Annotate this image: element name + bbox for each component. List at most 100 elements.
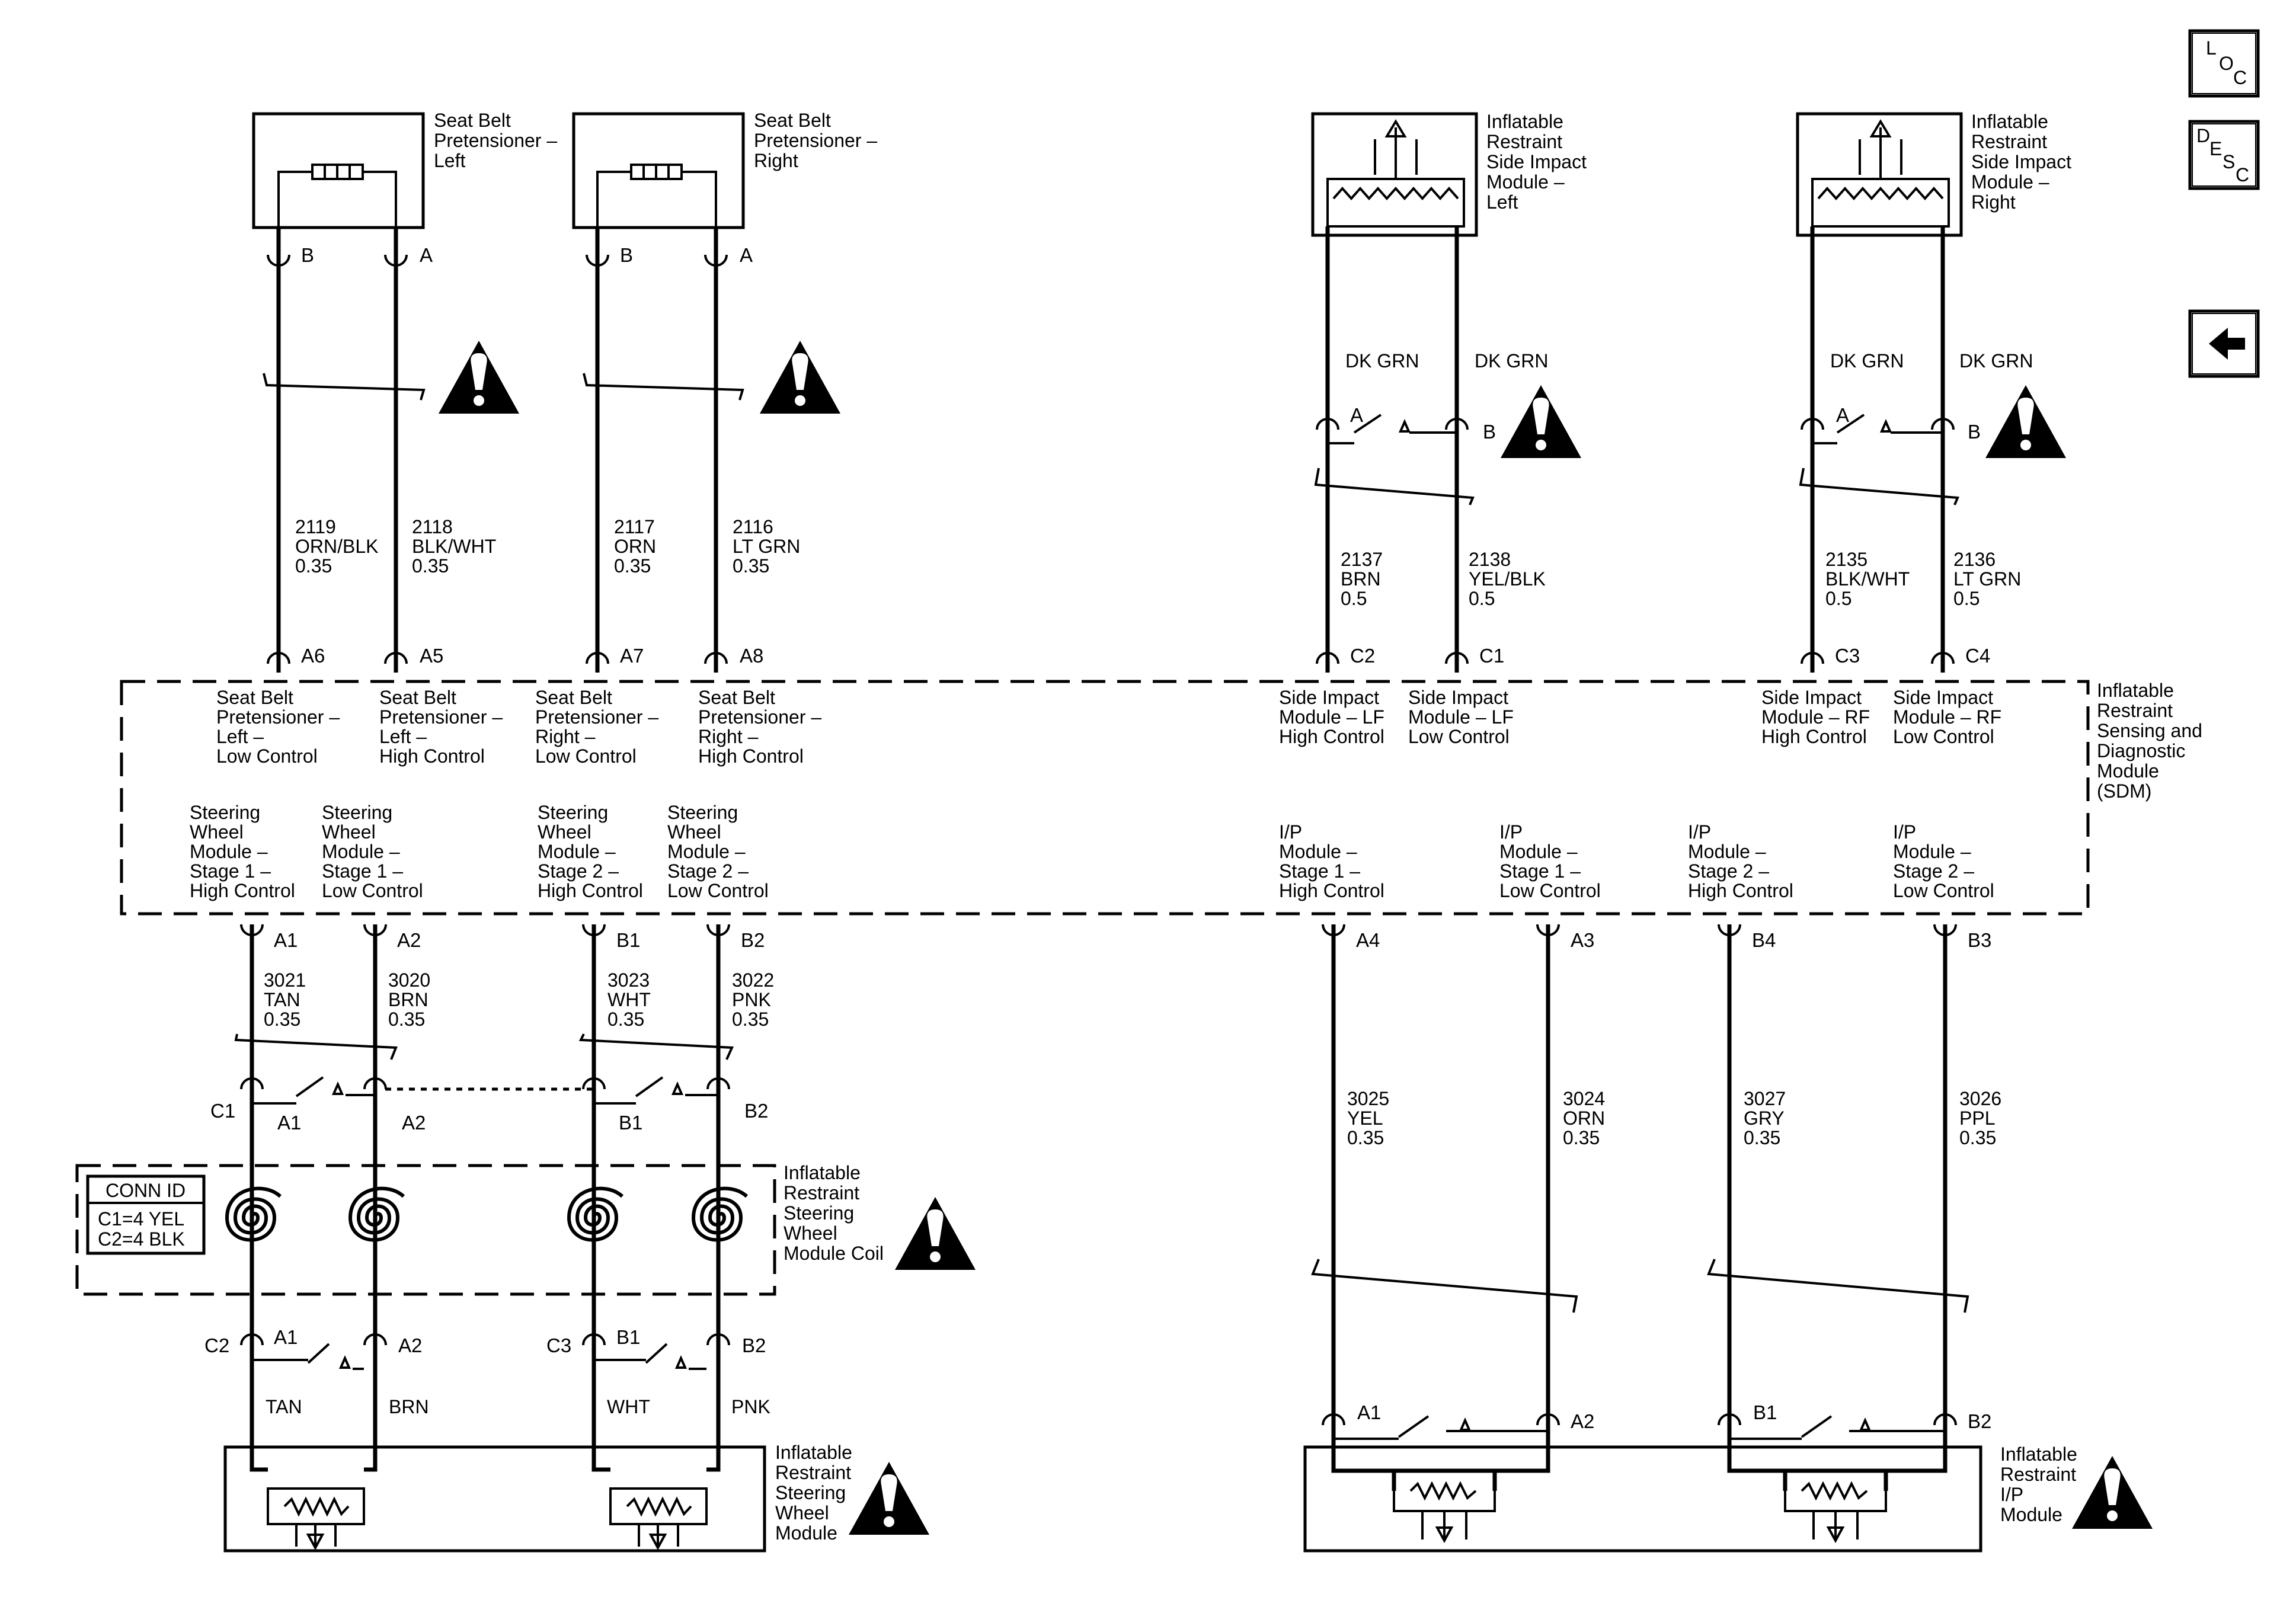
pin-label: A7 (620, 645, 644, 667)
pin-label: C1 (210, 1100, 235, 1122)
shorting-bars (252, 414, 1945, 1440)
sdm-label: Inflatable Restraint Sensing and Diagnos… (2097, 680, 2208, 802)
pin-labels: B A B A A B A B A6 A5 A7 A8 C2 C1 C3 C4 … (204, 244, 1991, 1432)
clockspring-coils (227, 1189, 747, 1240)
wire-color-label: TAN (266, 1396, 302, 1417)
pin-label: B1 (619, 1112, 642, 1134)
warning-icon (895, 1197, 976, 1270)
conn-id-line-2: C2=4 BLK (98, 1228, 185, 1250)
pin-label: A (420, 244, 433, 266)
pin-label: B2 (744, 1100, 768, 1122)
wire-color-label: BRN (389, 1396, 429, 1417)
conn-id-box: CONN ID C1=4 YEL C2=4 BLK (86, 1174, 206, 1255)
wire-color-label: DK GRN (1345, 350, 1419, 372)
wire-color-label: DK GRN (1830, 350, 1904, 372)
pin-label: A6 (301, 645, 325, 667)
coil-label: Inflatable Restraint Steering Wheel Modu… (784, 1162, 884, 1264)
warning-icon (439, 341, 519, 414)
pin-label: A5 (420, 645, 443, 667)
pin-label: C1 (1479, 645, 1504, 667)
pin-label: A3 (1571, 929, 1594, 951)
pin-label: B1 (616, 1326, 640, 1348)
pin-label: B (1483, 421, 1496, 443)
pin-label: B2 (742, 1334, 766, 1356)
back-button[interactable] (2188, 309, 2260, 378)
desc-letter-e: E (2209, 138, 2222, 159)
pin-label: A (740, 244, 753, 266)
steering-wheel-module-label: Inflatable Restraint Steering Wheel Modu… (775, 1442, 858, 1544)
desc-letter-c: C (2236, 164, 2249, 185)
pin-label: B1 (616, 929, 640, 951)
pin-label: B2 (741, 929, 765, 951)
desc-letter-d: D (2196, 125, 2210, 146)
warning-icon (849, 1462, 929, 1535)
pin-label: A1 (274, 1326, 298, 1348)
pin-label: C3 (546, 1334, 571, 1356)
pin-label: A (1836, 404, 1849, 426)
desc-letter-s: S (2223, 151, 2235, 172)
wire-color-label: WHT (607, 1396, 650, 1417)
pin-label: C2 (1350, 645, 1375, 667)
pin-label: A1 (277, 1112, 301, 1134)
pretensioner-left-label: Seat Belt Pretensioner – Left (434, 110, 562, 171)
ip-module-label: Inflatable Restraint I/P Module (2000, 1443, 2083, 1525)
conn-id-line-1: C1=4 YEL (98, 1208, 184, 1230)
connector-cups (240, 254, 1957, 1426)
pin-label: A4 (1356, 929, 1380, 951)
loc-button[interactable]: L O C (2188, 29, 2260, 98)
wire-color-label: DK GRN (1475, 350, 1548, 372)
warning-icon (1501, 385, 1581, 458)
desc-button[interactable]: D E S C (2188, 120, 2260, 190)
pin-label: C2 (204, 1334, 229, 1356)
warning-icon (760, 341, 840, 414)
arrow-left-icon (2209, 328, 2245, 360)
side-impact-module-left (1311, 112, 1478, 237)
side-impact-right-label: Inflatable Restraint Side Impact Module … (1971, 111, 2077, 213)
pin-label: B4 (1752, 929, 1776, 951)
ip-module (1303, 1445, 1982, 1553)
pin-label: B3 (1968, 929, 1991, 951)
pin-label: A2 (402, 1112, 426, 1134)
pin-label: B (620, 244, 633, 266)
pin-label: B (301, 244, 314, 266)
pin-label: A2 (398, 1334, 422, 1356)
pin-label: A2 (397, 929, 421, 951)
pin-label: B (1968, 421, 1981, 443)
conn-id-title: CONN ID (105, 1180, 186, 1201)
loc-letter-o: O (2219, 53, 2234, 74)
side-impact-left-label: Inflatable Restraint Side Impact Module … (1486, 111, 1592, 213)
pretensioner-right-label: Seat Belt Pretensioner – Right (754, 110, 882, 171)
pin-label: C3 (1835, 645, 1860, 667)
pin-label: C4 (1965, 645, 1990, 667)
side-impact-module-right (1796, 112, 1963, 237)
pin-label: A1 (274, 929, 298, 951)
pin-label: A (1350, 404, 1363, 426)
loc-letter-c: C (2233, 67, 2247, 88)
twisted-pair-marks (234, 373, 1969, 1313)
